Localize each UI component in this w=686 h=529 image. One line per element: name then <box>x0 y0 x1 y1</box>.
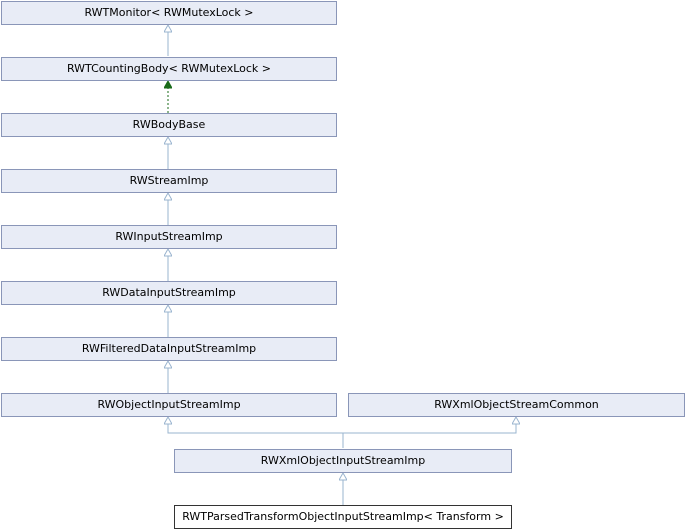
node-rwtmonitor[interactable]: RWTMonitor< RWMutexLock > <box>1 1 337 25</box>
edge-xml-input-to-xml-common <box>343 418 516 434</box>
node-rwobjectinputstreamimp[interactable]: RWObjectInputStreamImp <box>1 393 337 417</box>
node-rwstreamimp[interactable]: RWStreamImp <box>1 169 337 193</box>
node-rwtcountingbody[interactable]: RWTCountingBody< RWMutexLock > <box>1 57 337 81</box>
node-rwtparsedtransformobjectinputstreamimp: RWTParsedTransformObjectInputStreamImp< … <box>174 505 512 529</box>
node-rwinputstreamimp[interactable]: RWInputStreamImp <box>1 225 337 249</box>
node-rwfiltereddatainputstreamimp[interactable]: RWFilteredDataInputStreamImp <box>1 337 337 361</box>
node-rwdatainputstreamimp[interactable]: RWDataInputStreamImp <box>1 281 337 305</box>
edge-xml-input-to-object-input <box>168 418 344 448</box>
node-rwxmlobjectinputstreamimp[interactable]: RWXmlObjectInputStreamImp <box>174 449 512 473</box>
node-rwbodybase[interactable]: RWBodyBase <box>1 113 337 137</box>
node-rwxmlobjectstreamcommon[interactable]: RWXmlObjectStreamCommon <box>348 393 685 417</box>
